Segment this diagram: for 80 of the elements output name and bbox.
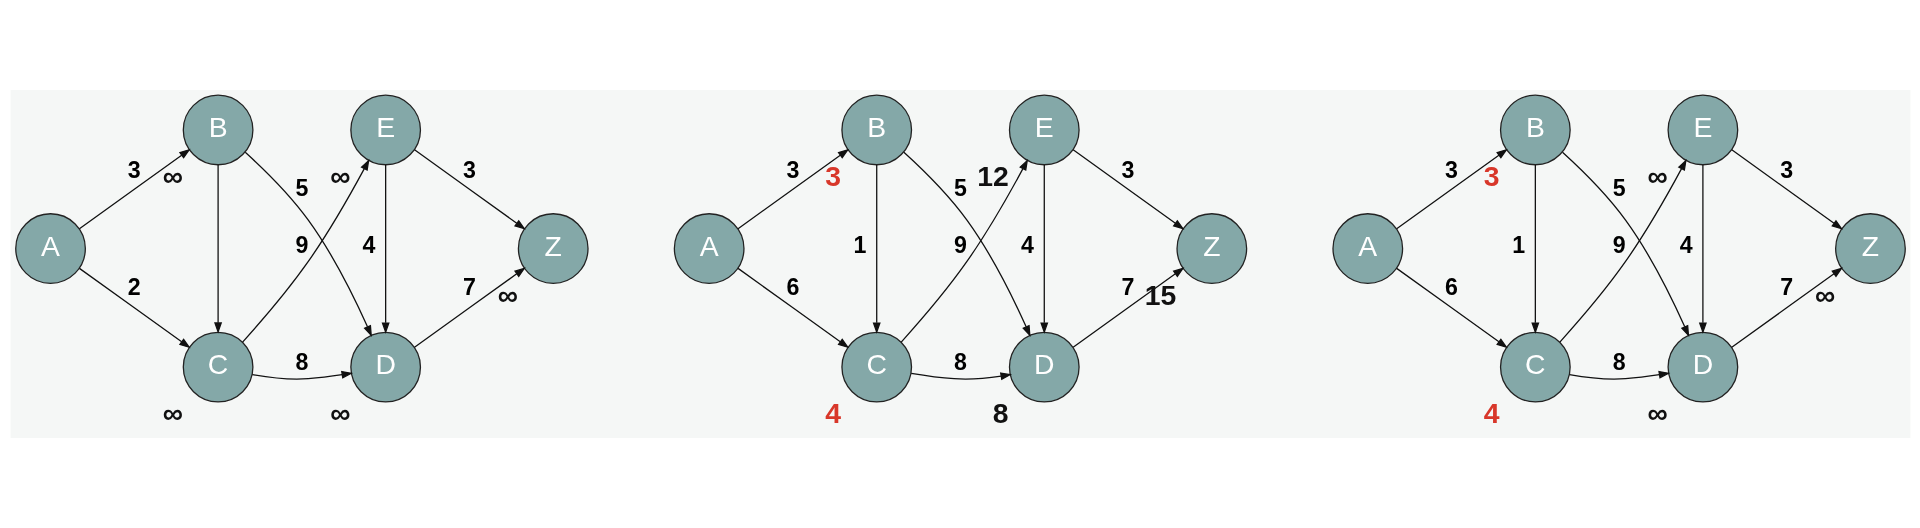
node-label: ∞ [329,160,350,193]
node-circle: Z [1175,213,1247,284]
edge-label: 6 [786,274,799,301]
node-label: ∞ [1646,397,1668,430]
node-label: ∞ [497,278,518,311]
edge-label: 9 [294,231,308,258]
edge-label: 1 [1511,231,1525,258]
edge-label: 6 [1444,274,1458,301]
node-circle: Z [1834,213,1906,284]
edge-label: 7 [1779,274,1793,301]
edge-label: 7 [1121,274,1135,301]
node-circle: D [1008,331,1080,403]
edge-label: 5 [294,175,308,202]
edge-label: 1 [853,231,866,258]
arrow [736,148,849,230]
node-circle: C [182,331,254,403]
node-circle: B [1499,94,1571,166]
arrow [1568,370,1670,380]
node-label: 3 [1483,160,1500,193]
edge-label: 5 [1612,175,1626,202]
arrow [1730,267,1843,348]
edge-label: 3 [1444,157,1458,184]
node-circle: B [840,94,912,166]
edge-label: 4 [1020,231,1034,258]
edge-label: 8 [953,349,967,376]
arrow [213,164,222,334]
node-circle: C [840,331,912,403]
arrow [1530,164,1539,335]
edge-label: 3 [1121,157,1135,184]
arrow [1395,267,1508,349]
edge-label: 3 [786,157,799,184]
node-circle: Z [517,213,589,284]
edge-label: 3 [127,157,141,184]
arrow [1698,164,1707,335]
edge-label: 8 [1612,349,1626,376]
node-label: ∞ [162,397,183,430]
edge-label: 3 [462,157,476,184]
arrow [1072,267,1184,348]
node-label: 4 [824,397,841,430]
node-circle: C [1499,331,1571,403]
arrow [910,372,1012,381]
node-label: 8 [992,397,1008,430]
arrow [1395,148,1508,230]
node-circle: A [1331,213,1403,284]
node-label: 4 [1483,397,1500,430]
edge-label: 5 [953,175,967,202]
arrow [1730,149,1843,230]
edge-label: 8 [294,349,308,376]
arrow [1039,164,1048,335]
node-label: ∞ [162,160,183,193]
node-label: ∞ [1646,160,1668,193]
node-circle: D [349,331,421,403]
arrow [872,164,881,335]
node-label: ∞ [329,397,350,430]
edge-label: 7 [462,274,476,301]
node-label: 12 [976,160,1009,193]
arrow [413,267,526,348]
arrow [251,370,353,380]
edge-label: 9 [1612,231,1626,258]
node-circle: A [14,213,86,284]
edge-label: 3 [1779,157,1793,184]
arrow [1072,149,1184,230]
arrow [413,149,526,230]
arrow [381,164,390,335]
node-label: 15 [1144,278,1176,311]
node-circle: E [349,94,421,166]
edge-label: 9 [953,231,967,258]
node-circle: D [1666,331,1738,403]
arrow [78,267,191,349]
node-circle: A [673,213,745,284]
edge-label: 4 [361,231,375,258]
arrow [736,267,849,349]
node-circle: E [1666,94,1738,166]
node-circle: E [1008,94,1080,166]
node-label: ∞ [1814,278,1835,311]
arrow [78,148,191,230]
node-circle: B [182,94,254,166]
edge-label: 4 [1679,231,1693,258]
edge-label: 2 [127,274,141,301]
node-label: 3 [824,160,841,193]
